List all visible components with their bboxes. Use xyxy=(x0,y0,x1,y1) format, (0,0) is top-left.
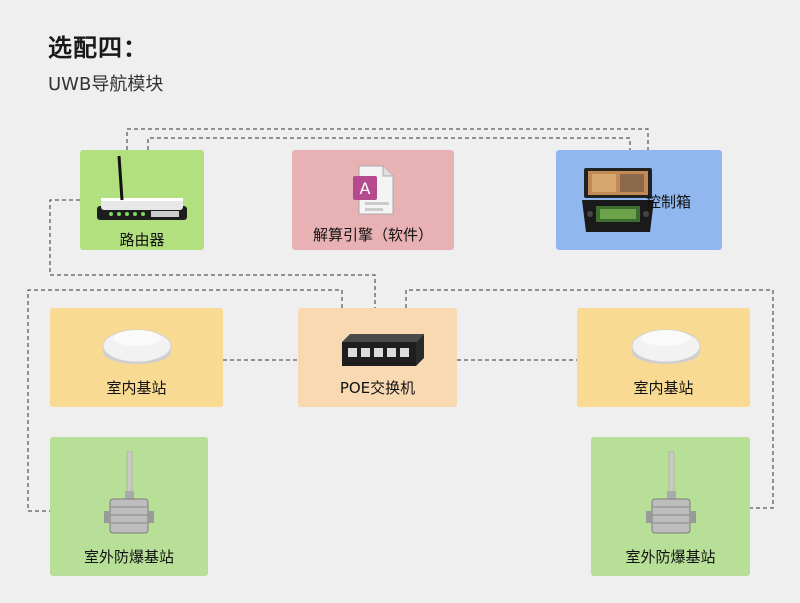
link-router-control-inner xyxy=(147,137,631,150)
explosion-proof-station-icon xyxy=(104,451,154,534)
ceiling-base-station-icon xyxy=(102,329,172,364)
page-title: 选配四： xyxy=(48,34,148,62)
router-icon xyxy=(97,155,187,220)
page-subtitle: UWB导航模块 xyxy=(48,74,164,95)
ceiling-base-station-icon xyxy=(631,329,701,364)
indoor-station-right-label: 室内基站 xyxy=(633,379,694,397)
indoor-station-left-node[interactable]: 室内基站 xyxy=(50,308,223,407)
engine-label: 解算引擎（软件） xyxy=(312,226,433,244)
poe-switch-label: POE交换机 xyxy=(339,379,416,397)
link-router-control-outer xyxy=(126,128,649,150)
router-label: 路由器 xyxy=(119,231,165,249)
outdoor-station-right-label: 室外防爆基站 xyxy=(625,548,716,566)
link-router-poe xyxy=(49,199,376,308)
explosion-proof-station-icon xyxy=(646,451,696,534)
indoor-station-right-node[interactable]: 室内基站 xyxy=(577,308,750,407)
outdoor-station-right-node[interactable]: 室外防爆基站 xyxy=(591,437,750,576)
link-poe-outdoor-right xyxy=(405,289,774,509)
outdoor-station-left-node[interactable]: 室外防爆基站 xyxy=(50,437,208,576)
software-file-icon: A xyxy=(353,165,394,215)
network-switch-icon xyxy=(342,334,424,366)
outdoor-station-left-label: 室外防爆基站 xyxy=(83,548,174,566)
svg-text:A: A xyxy=(360,179,371,198)
control-box-icon xyxy=(582,168,654,232)
poe-switch-node[interactable]: POE交换机 xyxy=(298,308,457,407)
indoor-station-left-label: 室内基站 xyxy=(106,379,167,397)
engine-node[interactable]: A 解算引擎（软件） xyxy=(292,150,454,250)
control-box-node[interactable]: 控制箱 xyxy=(556,150,722,250)
control-box-label: 控制箱 xyxy=(646,193,692,211)
link-poe-outdoor-left xyxy=(27,289,343,512)
router-node[interactable]: 路由器 xyxy=(80,150,204,250)
